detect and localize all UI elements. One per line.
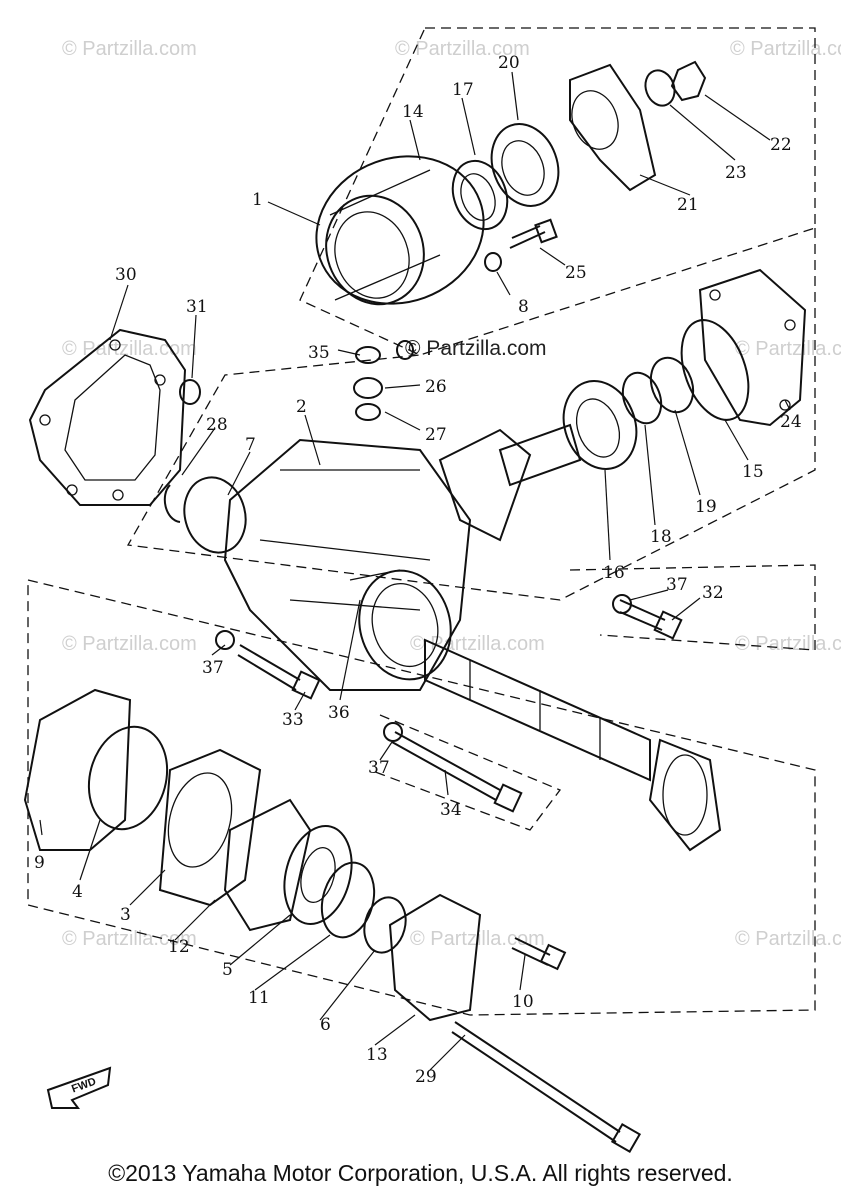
callout-16: 16 [603,563,625,583]
watermark: © Partzilla.com [735,928,841,950]
callout-31: 31 [186,297,208,317]
watermark: © Partzilla.com [62,633,197,655]
callout-2: 2 [296,397,307,417]
callout-7: 7 [245,435,256,455]
callout-20: 20 [498,53,520,73]
watermark: © Partzilla.com [62,38,197,60]
callout-3: 3 [120,905,131,925]
leader-lines [39,71,791,1071]
callout-8: 8 [518,297,529,317]
callout-6: 6 [320,1015,331,1035]
watermark: © Partzilla.com [735,633,841,655]
callout-numbers: 1 2 3 4 5 6 7 8 9 10 11 12 13 14 15 16 1… [34,53,802,1087]
assembly-outlines [27,27,816,1016]
bolt-29 [451,1021,642,1154]
fwd-arrow: FWD [46,1066,112,1109]
callout-15: 15 [742,462,764,482]
callout-14: 14 [402,102,424,122]
callout-1: 1 [252,190,263,210]
watermark: © Partzilla.com [62,338,197,360]
callout-5: 5 [222,960,233,980]
callout-30: 30 [115,265,137,285]
callout-4: 4 [72,882,83,902]
callout-21: 21 [677,195,699,215]
bolt-25 [509,218,558,249]
watermark: © Partzilla.com [730,38,841,60]
main-case [163,340,472,691]
watermark: © Partzilla.com [395,38,530,60]
fwd-label: FWD [70,1076,98,1096]
callout-35: 35 [308,343,330,363]
left-gasket-assembly [28,328,201,506]
callout-22: 22 [770,135,792,155]
callout-19: 19 [695,497,717,517]
callout-29: 29 [415,1067,437,1087]
callout-37-b: 37 [202,658,224,678]
callout-23: 23 [725,163,747,183]
watermark: © Partzilla.com [735,338,841,360]
pinion-assembly [438,268,807,542]
callout-34: 34 [440,800,462,820]
callout-32: 32 [702,583,724,603]
bolt-34 [383,722,523,813]
callout-9: 9 [34,853,45,873]
callout-28: 28 [206,415,228,435]
bolt-10 [511,937,567,971]
shaft-assembly [215,594,722,852]
callout-27: 27 [425,425,447,445]
callout-11: 11 [248,988,270,1008]
watermark: © Partzilla.com [410,633,545,655]
callout-33: 33 [282,710,304,730]
callout-18: 18 [650,527,672,547]
callout-36: 36 [328,703,350,723]
lower-assembly [23,688,642,1154]
callout-17: 17 [452,80,474,100]
callout-24: 24 [780,412,802,432]
callout-13: 13 [366,1045,388,1065]
callout-25: 25 [565,263,587,283]
upper-flange-assembly [315,60,707,306]
callout-12: 12 [168,937,190,957]
callout-37-a: 37 [666,575,688,595]
watermark: © Partzilla.com [62,928,197,950]
callout-10: 10 [512,992,534,1012]
watermark-main: © Partzilla.com [405,337,547,360]
callout-26: 26 [425,377,447,397]
bolt-33 [215,630,321,700]
bolt-32 [612,594,683,640]
callout-37-c: 37 [368,758,390,778]
copyright-footer: ©2013 Yamaha Motor Corporation, U.S.A. A… [108,1160,733,1186]
